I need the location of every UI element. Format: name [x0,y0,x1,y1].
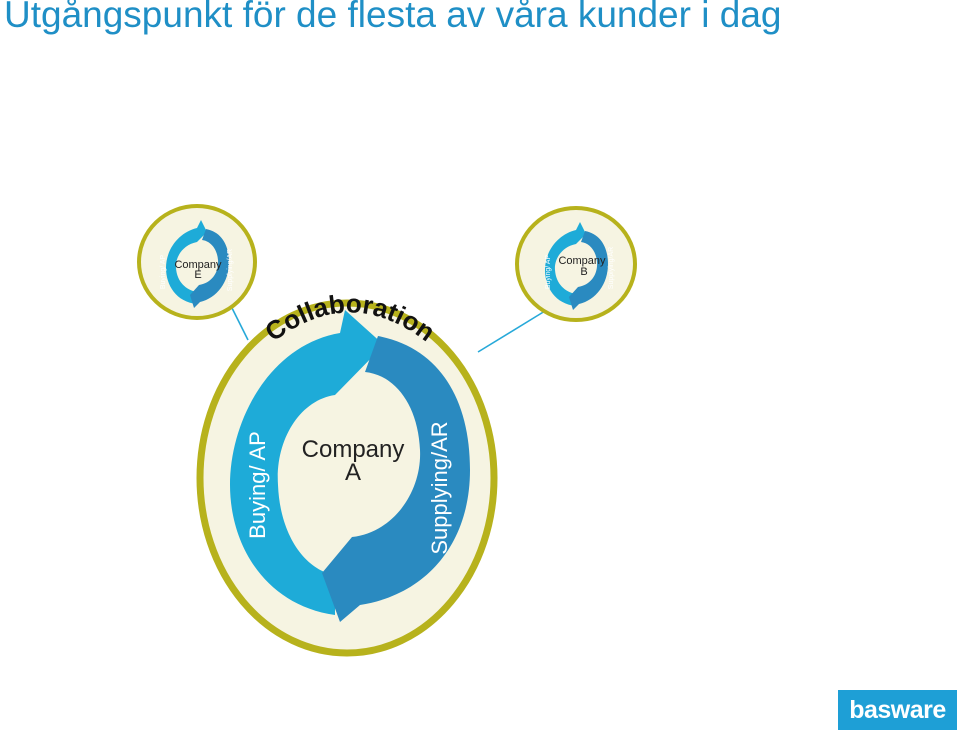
company-e-supplying-label: Supplying/AR [227,249,234,291]
supplying-ar-label: Supplying/AR [427,421,452,554]
supplying-arrow [322,336,470,622]
company-e-ring [137,204,257,320]
connector-line-e [231,307,249,341]
company-e-buying-arrow [166,220,207,304]
company-e-supplying-arrow [190,229,229,308]
connector-line-b [477,310,546,353]
buying-arrow [230,310,384,615]
company-b-supplying-arrow [569,231,608,310]
company-a-node: Collaboration Company A Buying/ AP Suppl… [196,288,498,657]
company-e-node: Company E Buying/ AP Supplying/AR [137,204,257,320]
company-a-label-line1: Company [302,436,405,463]
company-b-label-line1: Company [558,255,606,267]
basware-logo: basware [838,690,957,730]
buying-ap-label: Buying/ AP [245,431,270,539]
company-b-label-line2: B [580,266,587,278]
company-b-node: Company B Buying/ AP Supplying/AR [515,206,637,322]
company-b-ring [515,206,637,322]
company-e-buying-label: Buying/ AP [160,255,167,290]
company-b-buying-label: Buying/ AP [545,255,552,290]
page-title: Utgångspunkt för de flesta av våra kunde… [4,0,782,35]
company-a-label-line2: A [345,459,361,486]
company-b-supplying-label: Supplying/AR [608,247,615,289]
company-e-label-line2: E [194,269,201,281]
company-b-buying-arrow [545,222,586,306]
basware-logo-text: basware [849,695,946,724]
company-e-label-line1: Company [174,259,222,271]
